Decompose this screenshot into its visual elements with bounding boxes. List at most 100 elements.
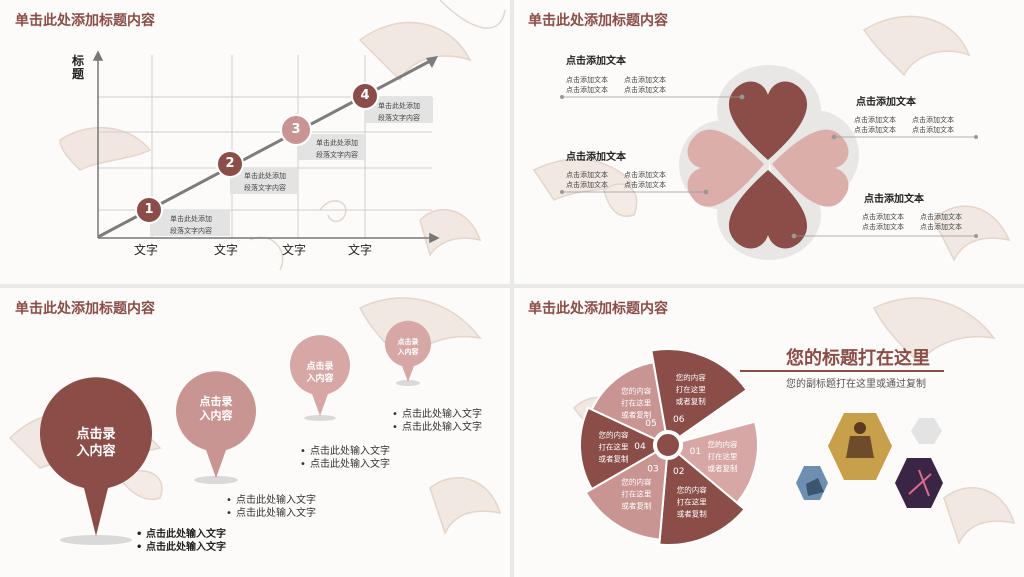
segment-text: 打在这里 [598,441,628,451]
slide-3[interactable]: 单击此处添加标题内容 点击录入内容 点击录入内容 点击录入内容 点击录入内容 •… [0,288,510,577]
pin-4 [385,320,431,382]
step-text-1b: 段落文字内容 [170,227,212,235]
heart-clover [560,65,978,260]
heart-top [728,81,808,160]
segment-text: 您的内容 [621,386,651,396]
block-heading-4: 点击添加文本 [864,194,924,205]
segment-number: 06 [673,415,685,425]
wheel-segment-05 [590,361,667,441]
x-label-4: 文字 [348,243,373,257]
photo-windmill [895,458,943,508]
pin-markers [40,320,431,545]
segment-text: 打在这里 [621,398,651,408]
step-number-1: 1 [144,202,154,217]
block-text: 点击添加文本 [920,213,962,221]
slide-title[interactable]: 单击此处添加标题内容 [15,301,155,317]
wheel-segment-06 [650,348,749,439]
bullet-list-1: •点击此处输入文字 •点击此处输入文字 [136,529,226,553]
block-text: 点击添加文本 [920,223,962,231]
block-text: 点击添加文本 [912,126,954,134]
block-text: 点击添加文本 [566,86,608,94]
slide-title[interactable]: 单击此处添加标题内容 [528,301,668,317]
step-text-3a: 单击此处添加 [316,139,358,147]
segment-wheel: 01您的内容打在这里或者复制02您的内容打在这里或者复制03您的内容打在这里或者… [579,348,759,546]
block-text: 点击添加文本 [854,116,896,124]
subtitle[interactable]: 您的副标题打在这里或通过复制 [786,379,926,390]
step-text-4a: 单击此处添加 [378,102,420,110]
block-text: 点击添加文本 [566,76,608,84]
segment-number: 02 [673,467,684,477]
step-number-3: 3 [291,122,301,137]
pin-3 [290,335,351,416]
photo-hexagons [796,413,943,508]
segment-text: 或者复制 [598,453,628,463]
x-label-2: 文字 [214,243,239,257]
step-text-1a: 单击此处添加 [170,215,212,223]
step-circle-2 [216,150,244,178]
block-text: 点击添加文本 [624,181,666,189]
segment-text: 打在这里 [707,451,737,461]
block-text: 点击添加文本 [854,126,896,134]
step-number-2: 2 [225,156,235,171]
wheel-segment-04 [579,406,658,491]
slide-title[interactable]: 单击此处添加标题内容 [528,13,668,29]
segment-text: 或者复制 [677,508,707,518]
block-text: 点击添加文本 [912,116,954,124]
segment-text: 您的内容 [676,372,706,382]
slide-1[interactable]: 单击此处添加标题内容 [0,0,510,284]
segment-text: 打在这里 [621,489,651,499]
x-label-3: 文字 [282,243,307,257]
segment-number: 05 [645,419,656,429]
segment-text: 或者复制 [676,396,706,406]
wheel-segment-03 [584,450,668,541]
heart-left [687,129,764,207]
segment-text: 或者复制 [621,501,651,511]
slide-title[interactable]: 单击此处添加标题内容 [15,13,155,29]
segment-text: 您的内容 [677,484,707,494]
block-heading-1: 点击添加文本 [566,56,626,67]
y-axis-label: 标题 [72,54,85,81]
block-text: 点击添加文本 [566,181,608,189]
segment-text: 或者复制 [621,410,651,420]
step-circle-3 [280,114,312,146]
heart-bottom [728,170,808,249]
step-number-4: 4 [360,88,370,103]
slide-2[interactable]: 单击此处添加标题内容 点击添加文本 点击添加文本 点击添加文本 点击添加文本 点… [514,0,1024,284]
segment-text: 您的内容 [621,477,651,487]
segment-text: 您的内容 [598,429,628,439]
bullet-list-2: •点击此处输入文字 •点击此处输入文字 [226,495,316,519]
step-circle-4 [351,82,379,110]
segment-text: 打在这里 [677,496,707,506]
wheel-segment-02 [658,452,747,546]
main-title[interactable]: 您的标题打在这里 [786,348,930,369]
block-heading-2: 点击添加文本 [566,152,626,163]
block-text: 点击添加文本 [624,171,666,179]
wheel-hub [655,432,681,458]
block-text: 点击添加文本 [862,213,904,221]
segment-text: 打在这里 [676,384,706,394]
heart-right [772,129,849,207]
segment-text: 您的内容 [707,439,737,449]
pin-label-3: 点击录入内容 [306,362,334,384]
wheel-segment-01 [677,420,759,505]
pin-label-4: 点击录入内容 [397,338,419,356]
pin-2 [176,371,256,478]
segment-number: 03 [647,465,658,475]
step-chart [92,50,440,244]
title-underline [740,370,944,372]
bullet-list-3: •点击此处输入文字 •点击此处输入文字 [300,446,390,470]
segment-number: 01 [690,447,701,457]
bullet-list-4: •点击此处输入文字 •点击此处输入文字 [392,409,482,433]
pin-label-2: 点击录入内容 [199,395,233,422]
step-text-2b: 段落文字内容 [244,184,286,192]
pin-label-1: 点击录入内容 [76,427,116,459]
block-text: 点击添加文本 [862,223,904,231]
block-text: 点击添加文本 [624,76,666,84]
block-text: 点击添加文本 [566,171,608,179]
segment-number: 04 [634,442,646,452]
block-text: 点击添加文本 [624,86,666,94]
block-heading-3: 点击添加文本 [856,97,916,108]
x-label-1: 文字 [134,243,159,257]
step-text-3b: 段落文字内容 [316,151,358,159]
